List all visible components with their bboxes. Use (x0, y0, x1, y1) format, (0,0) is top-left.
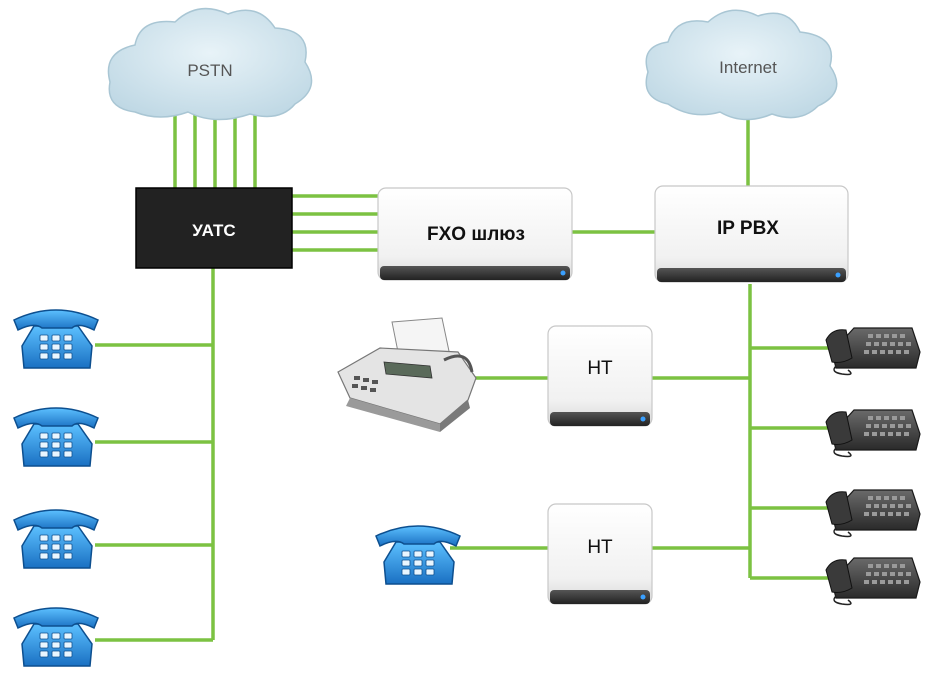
pstn-label: PSTN (187, 61, 232, 80)
internet-label: Internet (719, 58, 777, 77)
uats-box: УАТС (135, 187, 293, 269)
ip-pbx-label: IP PBX (717, 218, 779, 239)
ip-phone-icon (825, 327, 921, 376)
fxo-led-icon (560, 270, 566, 276)
blue-phone-icon (13, 309, 99, 369)
blue-phone-icon (13, 407, 99, 467)
fxo-gateway-label: FXO шлюз (427, 224, 525, 245)
ip-phone-icon (825, 409, 921, 458)
fxo-gateway-device: FXO шлюз (377, 187, 573, 281)
ip-phone-icon (825, 489, 921, 538)
blue-phone-icon (13, 509, 99, 569)
pstn-cloud: PSTN (107, 7, 313, 121)
ht-bottom-label: HT (587, 537, 613, 558)
ht-device-bottom: HT (547, 503, 653, 605)
ht-bottom-led-icon (640, 594, 646, 600)
ht-top-led-icon (640, 416, 646, 422)
ht-device-top: HT (547, 325, 653, 427)
connection-lines (95, 108, 830, 642)
ip-pbx-device: IP PBX (654, 185, 849, 283)
ip-phone-icon (825, 557, 921, 606)
internet-cloud: Internet (645, 9, 838, 121)
ip-pbx-led-icon (835, 272, 841, 278)
uats-label: УАТС (192, 221, 235, 240)
blue-phone-icon (375, 525, 461, 585)
fax-icon (337, 317, 477, 432)
ht-top-label: HT (587, 358, 613, 379)
blue-phone-icon (13, 607, 99, 667)
